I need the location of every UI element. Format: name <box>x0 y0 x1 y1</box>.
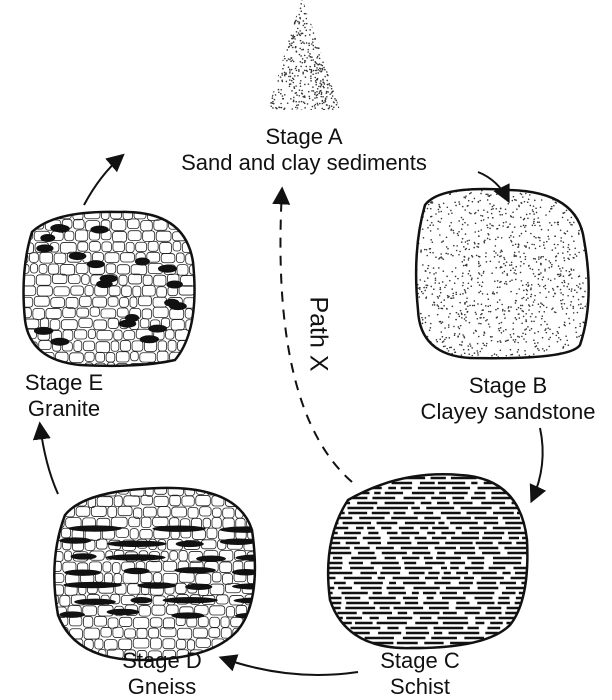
stage-a-label: Stage A Sand and clay sediments <box>181 124 427 176</box>
stage-e-title: Stage E <box>25 370 103 396</box>
stage-c-title: Stage C <box>380 648 460 674</box>
stage-e-label: Stage E Granite <box>25 370 103 422</box>
granite-rock-illustration <box>18 208 211 375</box>
schist-rock-illustration <box>318 474 565 648</box>
arrow-b-to-c <box>532 428 543 500</box>
gneiss-rock-illustration <box>48 484 290 672</box>
stage-d-name: Gneiss <box>122 674 202 700</box>
stage-b-label: Stage B Clayey sandstone <box>421 373 596 425</box>
stage-a-name: Sand and clay sediments <box>181 150 427 176</box>
arrow-d-to-e <box>40 425 58 494</box>
stage-d-title: Stage D <box>122 648 202 674</box>
stage-b-title: Stage B <box>421 373 596 399</box>
sand-pile-illustration <box>259 0 351 113</box>
stage-e-name: Granite <box>25 396 103 422</box>
stage-b-name: Clayey sandstone <box>421 399 596 425</box>
path-x-label: Path X <box>304 296 333 371</box>
arrow-c-to-d <box>222 658 358 675</box>
stage-a-title: Stage A <box>181 124 427 150</box>
stage-c-label: Stage C Schist <box>380 648 460 700</box>
stage-c-name: Schist <box>380 674 460 700</box>
arrow-e-to-a <box>84 156 122 205</box>
sandstone-rock-illustration <box>409 179 600 366</box>
stage-d-label: Stage D Gneiss <box>122 648 202 700</box>
